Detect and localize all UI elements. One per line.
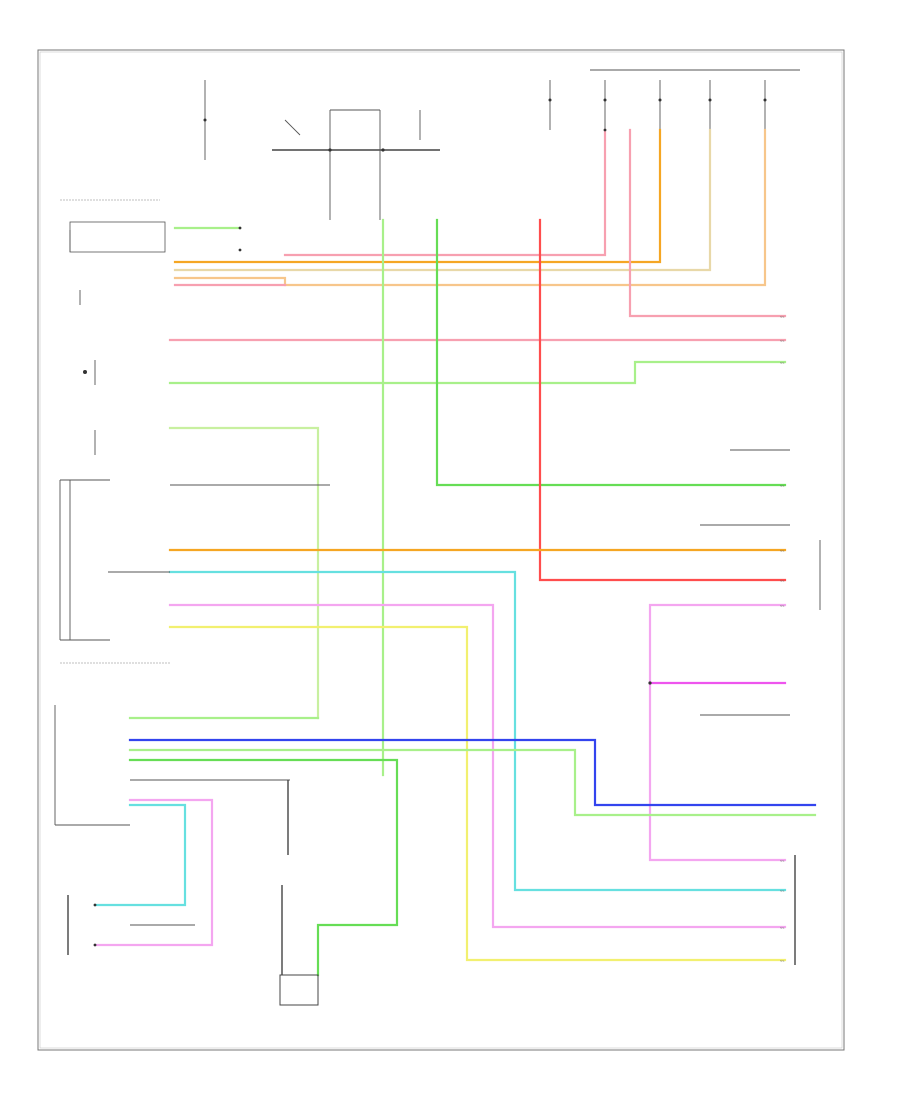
wire-tan-1 xyxy=(173,128,712,272)
connector-pins: << << << << << << << << << << << xyxy=(780,315,785,963)
wire-magenta-1 xyxy=(168,603,787,929)
wire-green-ecm-2 xyxy=(128,758,399,977)
wire-orange-1 xyxy=(173,128,662,264)
wire-light-green-1 xyxy=(168,360,787,385)
svg-text:<<: << xyxy=(780,484,785,488)
wire-red-vert xyxy=(538,218,787,582)
svg-text:<<: << xyxy=(780,604,785,608)
svg-text:<<: << xyxy=(780,926,785,930)
wire-cyan-1 xyxy=(168,570,787,892)
wire-yellow-1 xyxy=(168,625,787,962)
wire-green-vert xyxy=(435,218,787,487)
svg-text:<<: << xyxy=(780,959,785,963)
sensor-box xyxy=(279,974,319,1006)
wire-pink-1 xyxy=(283,128,607,257)
wire-cyan-left xyxy=(93,803,187,907)
svg-text:<<: << xyxy=(780,361,785,365)
black-wires xyxy=(54,290,821,1006)
splice-dots xyxy=(83,128,652,947)
svg-text:<<: << xyxy=(780,549,785,553)
wire-magenta-left xyxy=(93,798,214,947)
top-fuse-bus xyxy=(203,69,800,220)
wire-green-ecm xyxy=(128,748,817,817)
wire-harness xyxy=(93,128,817,977)
wire-light-magenta-1 xyxy=(648,603,787,862)
wire-blue-1 xyxy=(128,738,817,807)
svg-text:<<: << xyxy=(780,859,785,863)
wire-pink-2 xyxy=(628,128,787,318)
starter-cut-relay-block xyxy=(69,221,166,253)
svg-text:<<: << xyxy=(780,579,785,583)
svg-text:<<: << xyxy=(780,339,785,343)
svg-text:<<: << xyxy=(780,315,785,319)
wire-yellow-green-1 xyxy=(168,426,320,720)
diagram-frame xyxy=(37,49,845,1051)
svg-text:<<: << xyxy=(780,889,785,893)
